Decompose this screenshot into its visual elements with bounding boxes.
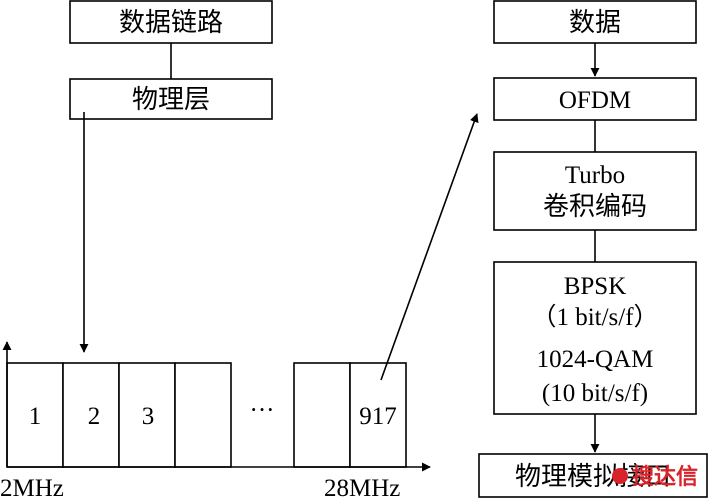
physical-analog-interface-label: 物理模拟接口 — [515, 462, 671, 492]
physical-layer-label: 物理层 — [132, 85, 210, 115]
channel-cell — [349, 362, 407, 468]
watermark: 搜达信 — [612, 464, 698, 490]
ofdm-label: OFDM — [559, 87, 631, 114]
channel-row: 1 2 3 917 ··· — [6, 362, 407, 468]
axis-start-label: 2MHz — [0, 475, 64, 498]
qam-label: 1024-QAM — [537, 346, 654, 373]
modulation-box: BPSK （1 bit/s/f） 1024-QAM (10 bit/s/f) — [493, 261, 697, 415]
data-label: 数据 — [569, 8, 621, 38]
physical-analog-interface-box: 物理模拟接口 — [478, 453, 708, 498]
channel-label: 3 — [142, 403, 155, 430]
ofdm-box: OFDM — [493, 77, 697, 121]
channel-cell — [62, 362, 120, 468]
qam-rate-label: (10 bit/s/f) — [542, 380, 648, 407]
axis-end-label: 28MHz — [324, 475, 400, 498]
channel-label: 2 — [88, 403, 101, 430]
convolutional-coding-label: 卷积编码 — [543, 192, 647, 222]
turbo-coding-box: Turbo 卷积编码 — [493, 151, 697, 231]
turbo-label: Turbo — [565, 162, 625, 189]
ellipsis: ··· — [250, 397, 275, 424]
channel-cell — [293, 362, 351, 468]
bpsk-label: BPSK — [564, 273, 627, 300]
channel-cell — [174, 362, 232, 468]
data-link-layer-label: 数据链路 — [119, 8, 223, 38]
physical-layer-box: 物理层 — [69, 78, 273, 120]
data-box: 数据 — [493, 0, 697, 44]
watermark-logo-icon — [612, 468, 628, 484]
channel-label: 917 — [359, 403, 397, 430]
data-link-layer-box: 数据链路 — [69, 0, 273, 44]
bpsk-rate-label: （1 bit/s/f） — [531, 303, 658, 331]
arrow-to-ofdm — [380, 113, 479, 381]
watermark-text: 搜达信 — [632, 464, 698, 490]
channel-label: 1 — [29, 403, 42, 430]
